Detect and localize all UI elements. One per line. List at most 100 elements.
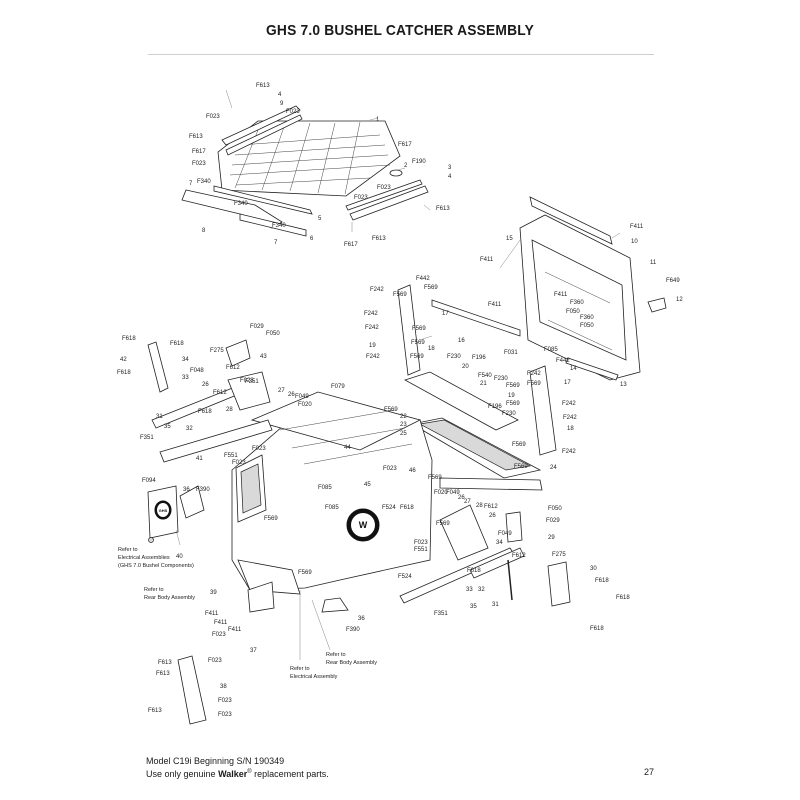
callout: F023 [383, 466, 397, 472]
callout: F618 [467, 568, 481, 574]
callout: F242 [563, 415, 577, 421]
callout: F612 [226, 365, 240, 371]
callout: 5 [318, 216, 322, 222]
bar-16 [431, 299, 521, 337]
note-rear-body: Rear Body Assembly [144, 595, 195, 601]
callout: F031 [504, 350, 518, 356]
callout: 44 [344, 445, 351, 451]
callout: F023 [286, 109, 300, 115]
rail-4-right [349, 185, 429, 221]
note-rear-body: Refer to [144, 587, 164, 593]
callout: F029 [546, 518, 560, 524]
callout: F023 [240, 378, 254, 384]
callout: F085 [318, 485, 332, 491]
callout: 33 [182, 375, 189, 381]
callout: F618 [122, 336, 136, 342]
callout: F085 [325, 505, 339, 511]
ghs-decal-40: GHS [147, 485, 179, 543]
callout: 36 [183, 487, 190, 493]
callout: 4 [448, 174, 452, 180]
callout: F351 [140, 435, 154, 441]
callout: 3 [448, 165, 452, 171]
callout: F411 [630, 224, 644, 230]
door-frame-opening [531, 239, 627, 361]
callout: F617 [192, 149, 206, 155]
callout: F230 [502, 411, 516, 417]
callout: F023 [218, 712, 232, 718]
rail-5 [213, 185, 313, 215]
callout: F569 [410, 354, 424, 360]
callout: F524 [398, 574, 412, 580]
latch-12 [647, 297, 667, 313]
callout: F230 [447, 354, 461, 360]
callout: 14 [570, 366, 577, 372]
callout: 6 [310, 236, 314, 242]
callout: 28 [476, 503, 483, 509]
callout: F242 [366, 354, 380, 360]
callout: F569 [428, 475, 442, 481]
rail-6 [239, 213, 307, 237]
callout: F196 [488, 404, 502, 410]
note-rear-body-2: Rear Body Assembly [326, 660, 377, 666]
callout: 35 [164, 424, 171, 430]
callout: F569 [412, 326, 426, 332]
callout: F613 [148, 708, 162, 714]
handle-42 [147, 341, 169, 393]
callout: 40 [176, 554, 183, 560]
callout: F569 [298, 570, 312, 576]
callout: 34 [496, 540, 503, 546]
callout: F649 [666, 278, 680, 284]
strip-38 [177, 655, 207, 725]
callout: F023 [377, 185, 391, 191]
callout: F569 [264, 516, 278, 522]
callout: F617 [398, 142, 412, 148]
page-title: GHS 7.0 BUSHEL CATCHER ASSEMBLY [266, 22, 534, 39]
callout: F242 [562, 401, 576, 407]
svg-text:W: W [359, 520, 368, 530]
callout: F351 [245, 379, 259, 385]
callout: F569 [393, 292, 407, 298]
bracket-36-lower [321, 597, 349, 613]
callout: 30 [590, 566, 597, 572]
callout: 22 [400, 414, 407, 420]
callout: 18 [567, 426, 574, 432]
callout: 8 [202, 228, 206, 234]
callout: 26 [202, 382, 209, 388]
page-number: 27 [643, 767, 654, 777]
callout: F569 [424, 285, 438, 291]
callout: F569 [506, 383, 520, 389]
callout: F618 [590, 626, 604, 632]
strip-13 [565, 357, 619, 381]
right-linkage [399, 504, 571, 607]
callout: F618 [616, 595, 630, 601]
callout: F569 [411, 340, 425, 346]
catcher-body: W [231, 391, 433, 613]
callout: F275 [210, 348, 224, 354]
callout: 26 [288, 392, 295, 398]
callout: 19 [369, 343, 376, 349]
callout: 39 [210, 590, 217, 596]
callout: F360 [580, 315, 594, 321]
knob-3 [389, 169, 403, 177]
rod-41 [159, 419, 273, 463]
callout: F411 [228, 627, 242, 633]
callout: 45 [364, 482, 371, 488]
callout: 16 [458, 338, 465, 344]
callout: 10 [631, 239, 638, 245]
callout: F023 [218, 698, 232, 704]
screen-mesh [229, 121, 391, 195]
callout: F023 [192, 161, 206, 167]
callout: F612 [484, 504, 498, 510]
body-top [250, 391, 422, 451]
callout: F540 [478, 373, 492, 379]
callout: F551 [224, 453, 238, 459]
callout: F050 [266, 331, 280, 337]
callout: 23 [400, 422, 407, 428]
callout: 26 [489, 513, 496, 519]
callout: 1 [376, 117, 380, 123]
parts-notice: Use only genuine Walker® replacement par… [146, 767, 329, 780]
post-17-left [397, 284, 421, 376]
callout: 32 [186, 426, 193, 432]
callout: 7 [189, 181, 193, 187]
